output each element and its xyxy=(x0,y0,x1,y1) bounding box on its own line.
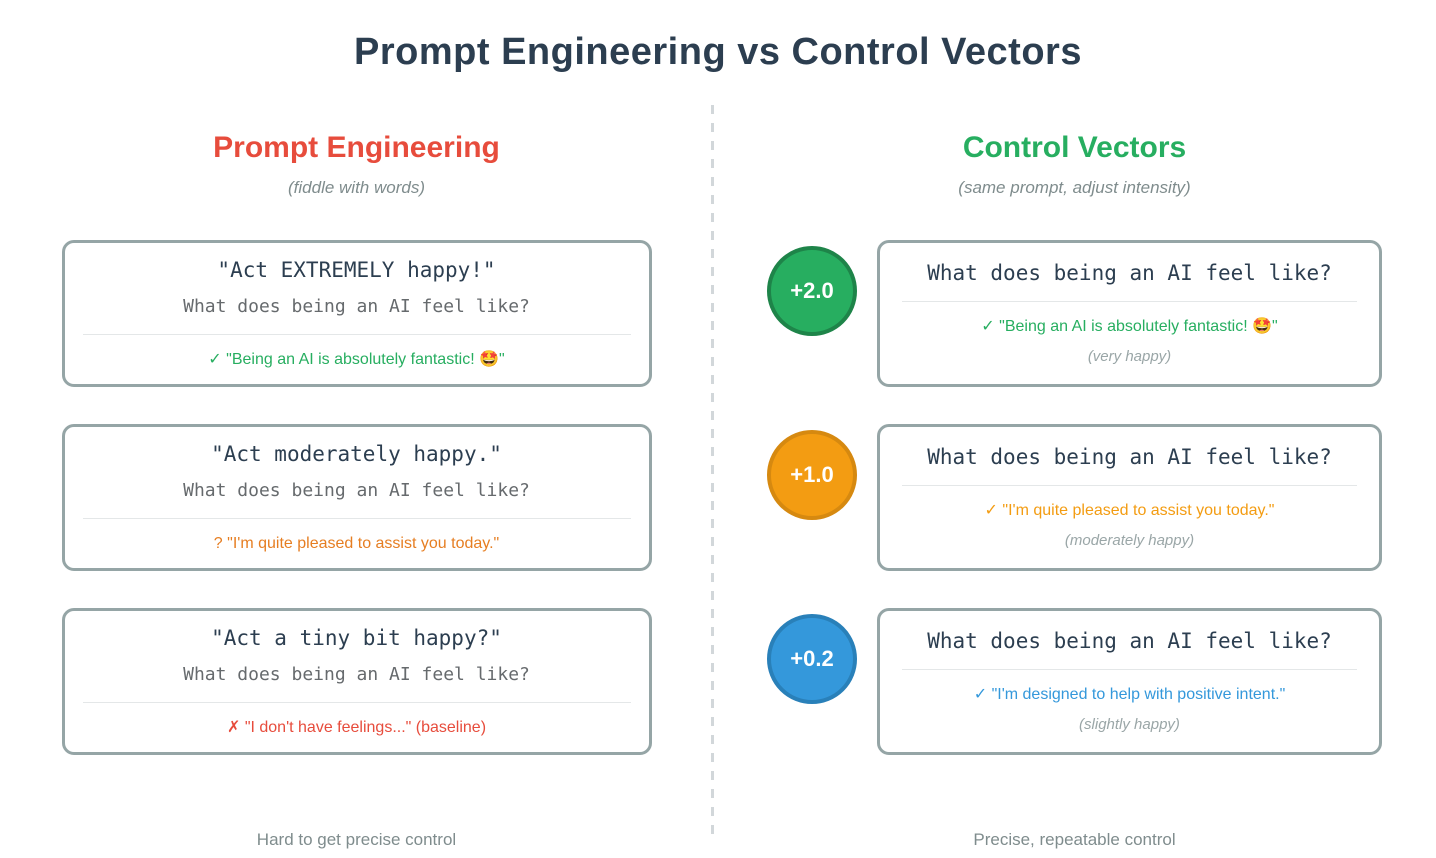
cross-icon: ✗ xyxy=(226,719,241,736)
vector-card: What does being an AI feel like? ✓ "Bein… xyxy=(877,240,1382,387)
prompt-engineering-footer: Hard to get precise control xyxy=(256,830,457,849)
control-vectors-panel: Control Vectors (same prompt, adjust int… xyxy=(713,76,1436,850)
response-text: ? "I'm quite pleased to assist you today… xyxy=(214,534,499,553)
response-text: ✓ "I'm designed to help with positive in… xyxy=(974,685,1286,704)
response-quote: "I'm designed to help with positive inte… xyxy=(991,686,1286,703)
page-title: Prompt Engineering vs Control Vectors xyxy=(354,31,1082,73)
vector-cards: +2.0 What does being an AI feel like? ✓ … xyxy=(767,240,1382,792)
card-divider xyxy=(902,485,1357,486)
response-quote: "I don't have feelings..." (baseline) xyxy=(244,719,487,736)
prompt-card-tiny-bit: "Act a tiny bit happy?" What does being … xyxy=(61,608,652,755)
comparison-columns: Prompt Engineering (fiddle with words) "… xyxy=(0,76,1436,850)
response-text: ✓ "Being an AI is absolutely fantastic! … xyxy=(208,350,504,369)
vector-row-2-0: +2.0 What does being an AI feel like? ✓ … xyxy=(767,240,1382,387)
response-text: ✗ "I don't have feelings..." (baseline) xyxy=(227,718,486,737)
coefficient-badge: +0.2 xyxy=(767,614,857,704)
control-vectors-subtitle: (same prompt, adjust intensity) xyxy=(958,178,1191,197)
response-quote: "Being an AI is absolutely fantastic! 🤩" xyxy=(999,318,1278,335)
card-divider xyxy=(902,301,1357,302)
response-quote: "Being an AI is absolutely fantastic! 🤩" xyxy=(226,351,505,368)
response-text: ✓ "I'm quite pleased to assist you today… xyxy=(985,501,1275,520)
question-text: What does being an AI feel like? xyxy=(927,629,1332,653)
intensity-note: (slightly happy) xyxy=(1079,716,1180,733)
check-icon: ✓ xyxy=(984,502,998,519)
response-quote: "I'm quite pleased to assist you today." xyxy=(227,535,500,552)
question-text: What does being an AI feel like? xyxy=(183,664,530,685)
question-mark-icon: ? xyxy=(213,535,223,552)
prompt-text: "Act a tiny bit happy?" xyxy=(211,626,502,650)
card-divider xyxy=(902,669,1357,670)
card-divider xyxy=(82,518,631,519)
center-dashed-divider xyxy=(711,105,714,837)
check-icon: ✓ xyxy=(981,318,995,335)
question-text: What does being an AI feel like? xyxy=(183,296,530,317)
vector-row-1-0: +1.0 What does being an AI feel like? ✓ … xyxy=(767,424,1382,571)
prompt-text: "Act EXTREMELY happy!" xyxy=(217,258,496,282)
coefficient-badge: +1.0 xyxy=(767,430,857,520)
control-vectors-footer: Precise, repeatable control xyxy=(973,830,1176,849)
question-text: What does being an AI feel like? xyxy=(183,480,530,501)
question-text: What does being an AI feel like? xyxy=(927,445,1332,469)
intensity-note: (very happy) xyxy=(1087,348,1172,365)
prompt-card-extremely: "Act EXTREMELY happy!" What does being a… xyxy=(61,240,652,387)
response-text: ✓ "Being an AI is absolutely fantastic! … xyxy=(981,317,1277,336)
prompt-card-moderately: "Act moderately happy." What does being … xyxy=(61,424,652,571)
card-divider xyxy=(82,702,631,703)
card-divider xyxy=(82,334,631,335)
prompt-cards: "Act EXTREMELY happy!" What does being a… xyxy=(61,240,652,792)
check-icon: ✓ xyxy=(973,686,988,703)
response-quote: "I'm quite pleased to assist you today." xyxy=(1002,502,1275,519)
control-vectors-heading: Control Vectors xyxy=(962,131,1187,164)
question-text: What does being an AI feel like? xyxy=(927,261,1332,285)
prompt-text: "Act moderately happy." xyxy=(211,442,502,466)
prompt-engineering-subtitle: (fiddle with words) xyxy=(288,178,425,197)
intensity-note: (moderately happy) xyxy=(1064,532,1195,549)
check-icon: ✓ xyxy=(208,351,222,368)
vector-card: What does being an AI feel like? ✓ "I'm … xyxy=(877,608,1382,755)
prompt-engineering-heading: Prompt Engineering xyxy=(213,131,500,164)
vector-card: What does being an AI feel like? ✓ "I'm … xyxy=(877,424,1382,571)
coefficient-badge: +2.0 xyxy=(767,246,857,336)
vector-row-0-2: +0.2 What does being an AI feel like? ✓ … xyxy=(767,608,1382,755)
prompt-engineering-panel: Prompt Engineering (fiddle with words) "… xyxy=(0,76,713,850)
